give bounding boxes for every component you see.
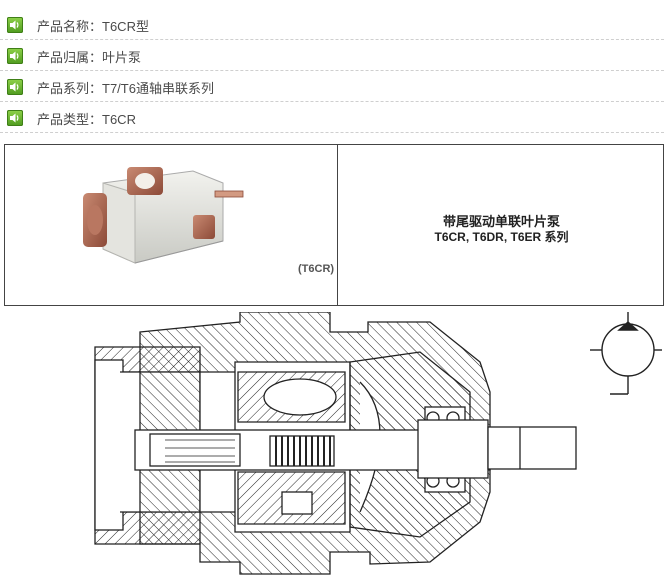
attr-label: 产品名称： [37, 19, 103, 34]
attr-name-text: 产品名称：T6CR型 [37, 16, 149, 35]
table-column-divider [337, 145, 338, 305]
attr-row-category: 产品归属：叶片泵 [0, 40, 664, 71]
attr-label: 产品类型： [37, 112, 103, 127]
description-subtitle: T6CR, T6DR, T6ER 系列 [434, 230, 569, 244]
speaker-icon[interactable] [7, 110, 23, 126]
product-info-table: (T6CR) 带尾驱动单联叶片泵 T6CR, T6DR, T6ER 系列 [4, 144, 664, 306]
attr-series-text: 产品系列：T7/T6通轴串联系列 [37, 78, 214, 97]
pump-image-caption: (T6CR) [298, 263, 335, 275]
attr-type-text: 产品类型：T6CR [37, 109, 136, 128]
attr-value: T7/T6通轴串联系列 [102, 81, 214, 96]
attr-label: 产品归属： [37, 50, 103, 65]
attr-row-name: 产品名称：T6CR型 [0, 9, 664, 40]
speaker-icon[interactable] [7, 48, 23, 64]
pump-photo [83, 167, 244, 264]
pump-cross-section-drawing [94, 312, 662, 575]
attr-value: T6CR [102, 112, 136, 127]
attr-row-type: 产品类型：T6CR [0, 102, 664, 133]
hydraulic-pump-symbol-icon [590, 312, 662, 395]
speaker-icon[interactable] [7, 17, 23, 33]
speaker-icon[interactable] [7, 79, 23, 95]
attr-value: 叶片泵 [102, 50, 142, 65]
description-title: 带尾驱动单联叶片泵 [442, 215, 560, 230]
attr-category-text: 产品归属：叶片泵 [37, 47, 141, 66]
attr-row-series: 产品系列：T7/T6通轴串联系列 [0, 71, 664, 102]
attr-value: T6CR型 [102, 19, 149, 34]
attr-label: 产品系列： [37, 81, 103, 96]
